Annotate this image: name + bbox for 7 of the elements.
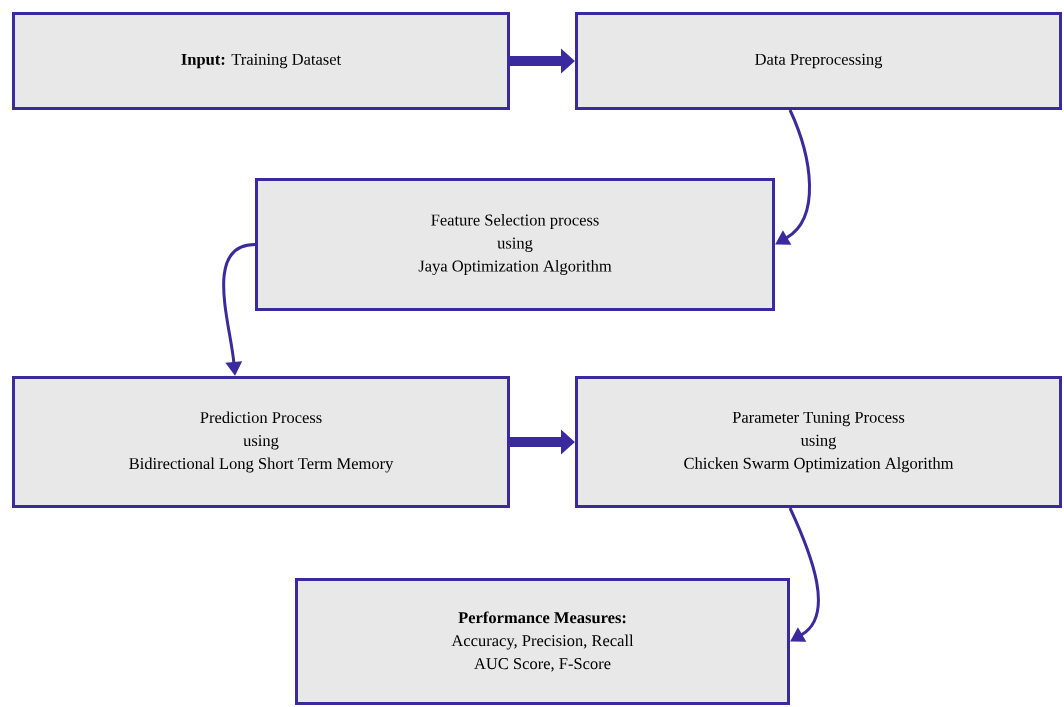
process-box: Input: Training Dataset (12, 12, 510, 110)
process-box: Feature Selection process using Jaya Optimization Algorithm (255, 178, 775, 311)
process-box: Data Preprocessing (575, 12, 1062, 110)
process-box: Parameter Tuning Process using Chicken Swarm Optimization Algorithm (575, 376, 1062, 508)
process-box: Prediction Process using Bidirectional Long Short Term Memory (12, 376, 510, 508)
process-box: Performance Measures: Accuracy, Precision, Recall AUC Score, F-Score (295, 578, 790, 705)
arrow (788, 507, 820, 642)
